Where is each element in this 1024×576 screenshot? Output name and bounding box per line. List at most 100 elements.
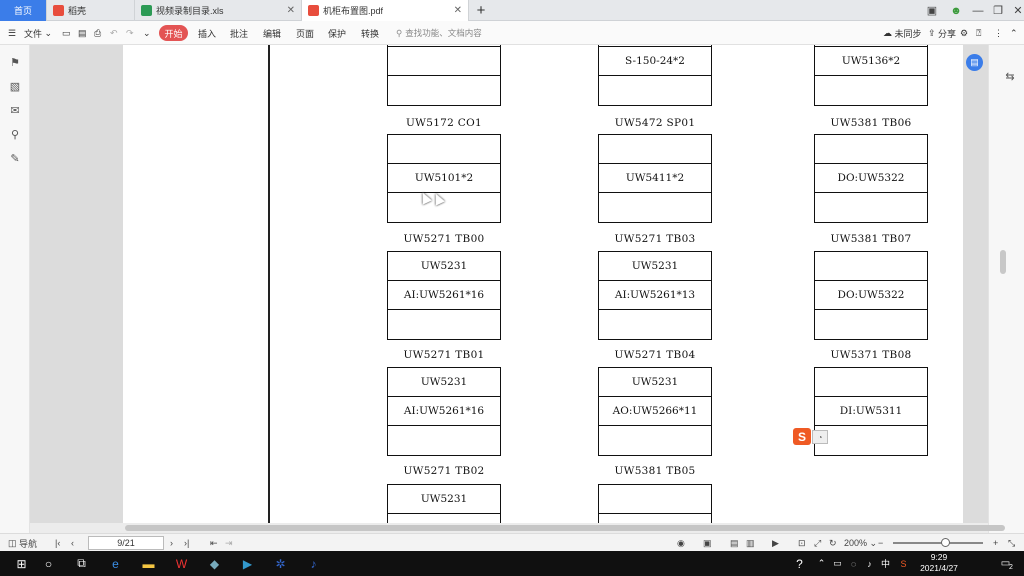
translate-icon[interactable]: ⇆	[1005, 70, 1015, 83]
settings-icon[interactable]: ⚙	[960, 27, 969, 38]
tab-home[interactable]: 首页	[0, 0, 47, 21]
tab-convert[interactable]: 转换	[361, 21, 379, 45]
rotate-icon[interactable]: ↻	[829, 537, 837, 548]
page-view-icon[interactable]: ⊡	[798, 537, 806, 548]
attachment-icon[interactable]: ⚲	[10, 128, 20, 141]
battery-icon[interactable]: ▭	[833, 558, 842, 568]
close-icon[interactable]: ✕	[286, 5, 295, 16]
prev-page-button[interactable]: ‹	[71, 538, 74, 548]
menu-icon[interactable]: ☰	[8, 27, 17, 38]
save-icon[interactable]: ▤	[78, 27, 87, 38]
thumbnail-icon[interactable]: ▧	[9, 80, 21, 93]
ime-language[interactable]: 中	[876, 554, 895, 573]
single-page-icon[interactable]: ▤	[730, 537, 739, 548]
eye-protect-icon[interactable]: ◉	[677, 537, 685, 548]
two-page-icon[interactable]: ▥	[746, 537, 755, 548]
horizontal-scrollbar[interactable]	[30, 523, 1005, 533]
cabinet-label: UW5271 TB04	[614, 349, 696, 361]
undo-icon[interactable]: ↶	[110, 27, 118, 38]
fit-width-icon[interactable]: ⤢	[814, 537, 822, 548]
close-window-button[interactable]: ✕	[1013, 5, 1023, 17]
tab-insert[interactable]: 插入	[198, 21, 216, 45]
sogou-ime-icon[interactable]: S	[793, 428, 811, 445]
volume-icon[interactable]: ♪	[867, 558, 872, 569]
tab-page[interactable]: 页面	[296, 21, 314, 45]
collapse-icon[interactable]: ⌃	[1010, 27, 1018, 38]
zoom-out-button[interactable]: −	[878, 538, 884, 548]
tab-protect[interactable]: 保护	[328, 21, 346, 45]
restore-button[interactable]: ❐	[993, 5, 1003, 17]
network-icon[interactable]: ◌	[850, 558, 857, 569]
cabinet-box	[598, 484, 712, 523]
redo-icon[interactable]: ↷	[126, 27, 134, 38]
fit-page-icon[interactable]: ▣	[703, 537, 712, 548]
first-page-button[interactable]: |‹	[55, 538, 61, 548]
zoom-level[interactable]: 200% ⌄	[844, 537, 878, 549]
app-icon[interactable]: ◆	[209, 556, 220, 571]
windows-start-icon[interactable]: ⊞	[16, 556, 27, 571]
sogou-tray-icon[interactable]: S	[900, 558, 907, 569]
account-icon[interactable]: ▣	[926, 5, 938, 17]
next-page-button[interactable]: ›	[170, 538, 173, 548]
notification-count: 2	[1006, 562, 1016, 572]
search-input[interactable]: ⚲ 查找功能、文档内容	[396, 25, 516, 41]
cabinet-row	[599, 514, 711, 523]
tab-annotate[interactable]: 批注	[230, 21, 248, 45]
zoom-slider[interactable]	[893, 542, 983, 544]
avatar[interactable]: ☻	[950, 4, 962, 17]
tab-spreadsheet[interactable]: 视频录制目录.xls ✕	[135, 0, 302, 21]
music-app-icon[interactable]: ♪	[310, 556, 317, 571]
new-tab-button[interactable]: +	[469, 0, 493, 21]
tab-edit[interactable]: 编辑	[263, 21, 281, 45]
comment-icon[interactable]: ✉	[10, 104, 20, 117]
play-icon[interactable]: ▶	[772, 537, 779, 548]
quick-tool-button[interactable]: ▤	[966, 54, 983, 71]
minimize-button[interactable]: —	[972, 4, 984, 17]
share-button[interactable]: ⇪ 分享	[928, 27, 957, 39]
cabinet-row: UW5231	[388, 252, 500, 281]
cabinet-row	[815, 76, 927, 105]
cabinet-row: DO:UW5322	[815, 281, 927, 310]
scrollbar-thumb[interactable]	[125, 525, 1005, 531]
more-options-icon[interactable]: ⋮	[994, 27, 1003, 38]
back-icon[interactable]: ⇤	[210, 537, 218, 548]
zoom-in-button[interactable]: +	[993, 538, 999, 548]
close-icon[interactable]: ✕	[453, 5, 462, 16]
bookmark-icon[interactable]: ⚑	[10, 56, 20, 69]
tab-pdf[interactable]: 机柜布置图.pdf ✕	[302, 0, 469, 21]
network-app-icon[interactable]: ✲	[275, 556, 286, 571]
vertical-scrollbar[interactable]	[1000, 250, 1006, 274]
video-app-icon[interactable]: ▶	[242, 556, 253, 571]
last-page-button[interactable]: ›|	[184, 538, 190, 548]
page-number-input[interactable]: 9/21	[88, 536, 164, 550]
tab-docer[interactable]: 稻壳	[47, 0, 135, 21]
print-icon[interactable]: ⎙	[94, 27, 102, 38]
edge-icon[interactable]: e	[112, 556, 119, 571]
right-sidebar: ⇆	[988, 45, 1024, 533]
navigation-toggle[interactable]: ◫ 导航	[8, 537, 38, 549]
help-icon[interactable]: ⍰	[976, 27, 982, 38]
zoom-slider-handle[interactable]	[941, 538, 950, 547]
more-icon[interactable]: ⌄	[143, 27, 151, 38]
file-explorer-icon[interactable]: ▬	[142, 556, 155, 571]
tab-start[interactable]: 开始	[159, 25, 188, 41]
cabinet-row: UW5101*2	[388, 164, 500, 193]
system-clock[interactable]: 9:29 2021/4/27	[913, 552, 965, 574]
cabinet-row	[388, 76, 500, 105]
forward-icon[interactable]: ⇥	[225, 537, 233, 548]
notification-center-icon[interactable]: ▭	[1000, 558, 1011, 569]
task-view-icon[interactable]: ⧉	[77, 556, 86, 570]
open-icon[interactable]: ▭	[62, 27, 71, 38]
wps-icon[interactable]: W	[175, 556, 188, 571]
fullscreen-icon[interactable]: ⤡	[1008, 537, 1016, 548]
signature-icon[interactable]: ✎	[10, 152, 20, 165]
sync-button[interactable]: ☁ 未同步	[883, 27, 922, 39]
search-icon[interactable]: ○	[44, 556, 53, 571]
help-tray-icon[interactable]: ?	[796, 556, 803, 571]
show-hidden-icons[interactable]: ⌃	[817, 558, 826, 568]
file-menu[interactable]: 文件 ⌄	[24, 27, 53, 39]
ime-toolbar-icon[interactable]: ◔	[812, 430, 828, 444]
pdf-icon	[308, 5, 319, 16]
